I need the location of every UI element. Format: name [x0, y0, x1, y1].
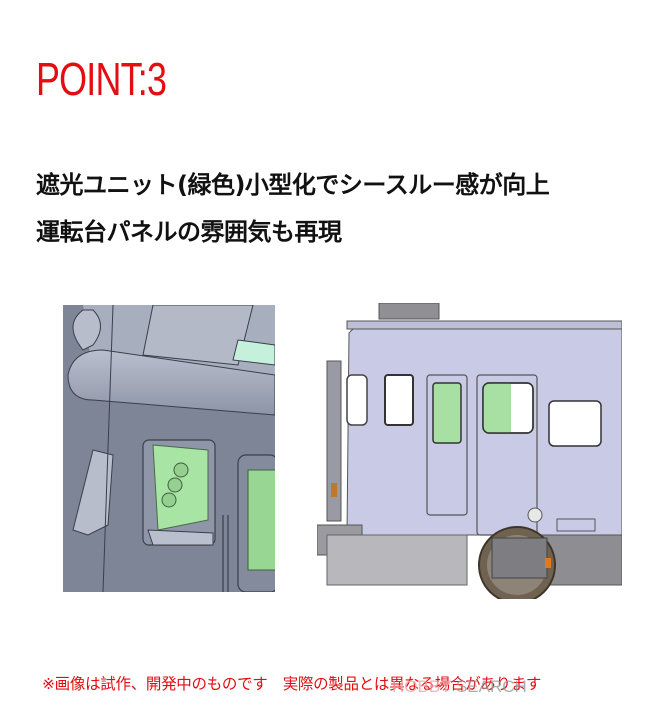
watermark-hobby: HOBBY: [392, 677, 452, 696]
point-title: POINT:3: [36, 53, 167, 105]
cab-closeup-image: [63, 305, 275, 592]
watermark-search: SEARCH: [451, 677, 527, 696]
watermark: HOBBY SEARCH: [392, 677, 527, 697]
description-line-1: 遮光ユニット(緑色)小型化でシースルー感が向上: [36, 171, 550, 199]
railcar-side-image: [317, 303, 622, 599]
description-line-2: 運転台パネルの雰囲気も再現: [36, 218, 342, 246]
disclaimer-caption: ※画像は試作、開発中のものです 実際の製品とは異なる場合があります: [42, 675, 542, 693]
